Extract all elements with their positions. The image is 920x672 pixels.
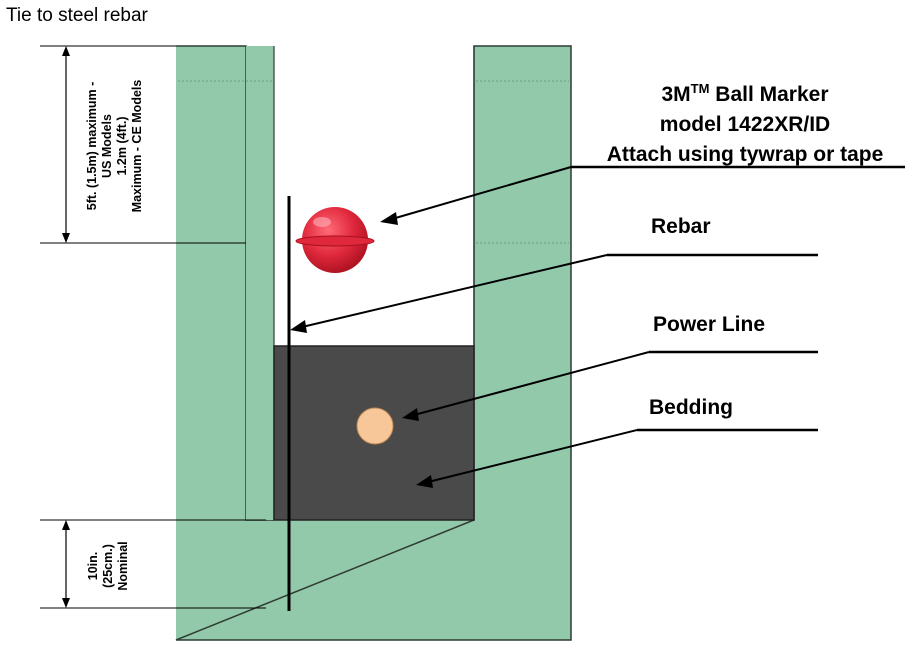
marker-pointer bbox=[391, 166, 572, 220]
dim-lower-line3: Nominal bbox=[116, 541, 130, 590]
marker-label-line1: 3MTM Ball Marker bbox=[661, 81, 828, 106]
dim-lower-line2: (25cm.) bbox=[101, 544, 115, 588]
marker-label-line2: model 1422XR/ID bbox=[660, 113, 830, 136]
trench-left-fill bbox=[246, 46, 274, 520]
power-line-arrowhead bbox=[402, 408, 419, 421]
dimension-upper-text: 5ft. (1.5m) maximum - US Models 1.2m (4f… bbox=[85, 80, 144, 213]
dimension-lower-text: 10in. (25cm.) Nominal bbox=[86, 541, 130, 590]
bedding-label: Bedding bbox=[649, 396, 733, 419]
power-line-pointer bbox=[413, 351, 650, 416]
rebar-label: Rebar bbox=[651, 215, 711, 238]
bedding-pointer bbox=[427, 429, 638, 483]
dim-upper-line3: 1.2m (4ft.) bbox=[115, 116, 129, 175]
power-line-label: Power Line bbox=[653, 313, 765, 336]
ball-marker bbox=[295, 207, 375, 273]
marker-arrowhead bbox=[380, 212, 398, 225]
dim-lower-line1: 10in. bbox=[86, 552, 100, 581]
dimension-upper bbox=[40, 45, 246, 244]
power-line-cable bbox=[356, 407, 394, 445]
bottom-soil bbox=[176, 520, 571, 640]
dim-upper-line1: 5ft. (1.5m) maximum - bbox=[85, 82, 99, 211]
dim-upper-line4: Maximum - CE Models bbox=[130, 80, 144, 213]
diagram-title: Tie to steel rebar bbox=[6, 5, 149, 26]
marker-label-line3: Attach using tywrap or tape bbox=[607, 143, 884, 166]
dimension-lower bbox=[40, 519, 266, 609]
rebar-pointer bbox=[301, 254, 608, 328]
rebar-arrowhead bbox=[290, 320, 307, 333]
dim-upper-line2: US Models bbox=[100, 114, 114, 178]
bedding-arrowhead bbox=[416, 475, 433, 488]
